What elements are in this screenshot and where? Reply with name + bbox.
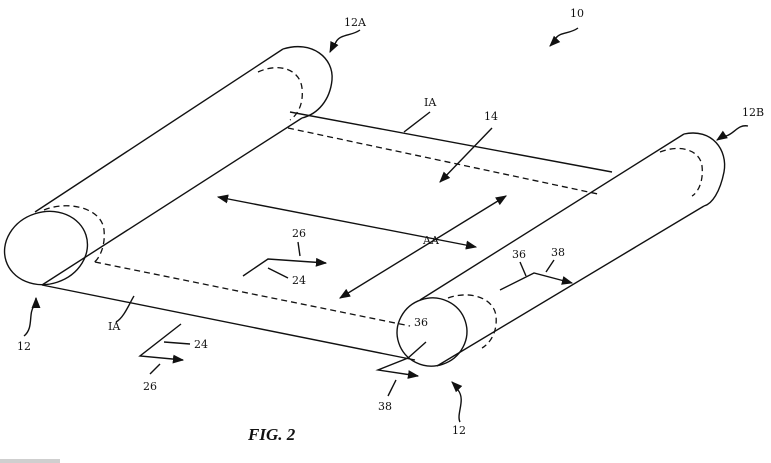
ref-aa-label: AA bbox=[422, 234, 440, 247]
ref-10-label: 10 bbox=[570, 7, 584, 20]
corner-strip bbox=[0, 459, 60, 463]
ref-ia-top-label: IA bbox=[424, 96, 437, 109]
direction-arrows-bottom bbox=[138, 323, 191, 375]
ref-26-center-label: 26 bbox=[292, 227, 306, 240]
flexible-display-sheet bbox=[41, 111, 613, 361]
ref-ia-bottom-label: IA bbox=[108, 320, 121, 333]
active-area-arrows bbox=[216, 194, 507, 299]
left-roller bbox=[3, 46, 333, 286]
ref-36-lower-label: 36 bbox=[414, 316, 428, 329]
ref-14-label: 14 bbox=[484, 110, 498, 123]
ref-26-bottom-label: 26 bbox=[143, 380, 157, 393]
direction-arrows-center bbox=[242, 241, 328, 279]
reference-leaders bbox=[23, 27, 749, 423]
ref-24-bottom-label: 24 bbox=[194, 338, 208, 351]
ref-38-upper-label: 38 bbox=[551, 246, 565, 259]
ref-12-left-label: 12 bbox=[17, 340, 31, 353]
ref-12a-label: 12A bbox=[344, 16, 367, 29]
ref-36-upper-label: 36 bbox=[512, 248, 526, 261]
figure-caption: FIG. 2 bbox=[247, 425, 296, 444]
ref-38-lower-label: 38 bbox=[378, 400, 392, 413]
ref-24-center-label: 24 bbox=[292, 274, 306, 287]
ref-12b-label: 12B bbox=[742, 106, 764, 119]
rotation-arrows-right-roller bbox=[375, 259, 574, 397]
ref-12-right-label: 12 bbox=[452, 424, 466, 437]
